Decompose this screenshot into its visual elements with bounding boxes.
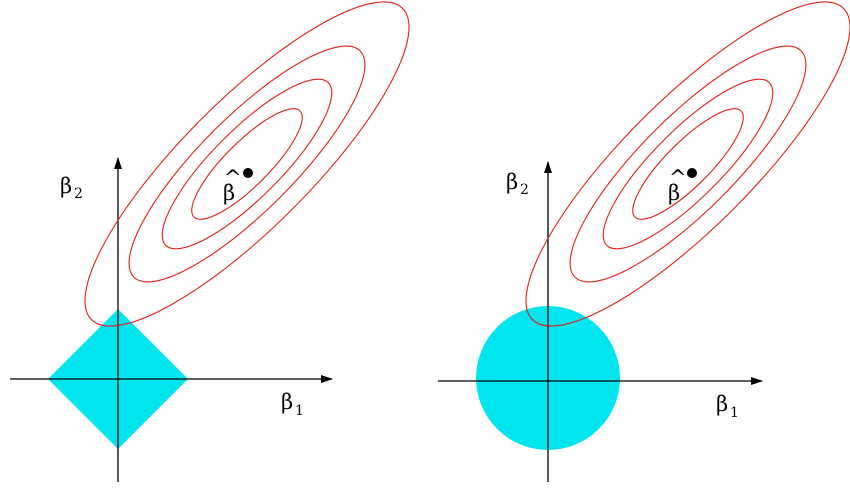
contour-ellipse-inner [632,108,744,220]
beta-hat-symbol: β [223,181,235,205]
x-axis-label-symbol: β [716,392,728,416]
x-axis-label: β 1 [716,392,739,421]
contour-ellipses [525,1,850,327]
beta-hat-point [243,168,253,178]
right-panel: ^ β β 2 β 1 [438,1,850,482]
x-axis-label-symbol: β [281,390,293,414]
contour-ellipses [84,1,410,327]
beta-hat-point [687,168,697,178]
x-axis-label: β 1 [281,390,304,419]
left-panel: ^ β β 2 β 1 [10,1,410,482]
beta-hat-caret: ^ [669,166,687,190]
contour-ellipse-inner [191,108,303,220]
x-axis-label-subscript: 1 [730,405,739,421]
y-axis-label: β 2 [506,170,529,198]
contour-ellipse-outer [84,1,410,327]
y-axis-label: β 2 [60,174,83,202]
contour-ellipse-3 [569,45,807,283]
beta-hat-caret: ^ [224,166,242,190]
contour-ellipse-2 [602,78,774,250]
contour-ellipse-outer [525,1,850,327]
x-axis-label-subscript: 1 [295,403,304,419]
y-axis-label-symbol: β [60,174,72,198]
y-axis-label-subscript: 2 [74,186,83,202]
beta-hat-label: ^ β [668,166,687,205]
beta-hat-symbol: β [668,181,680,205]
contour-ellipse-2 [161,78,333,250]
y-axis-label-symbol: β [506,170,518,194]
contour-ellipse-3 [128,45,366,283]
y-axis-label-subscript: 2 [520,182,529,198]
beta-hat-label: ^ β [223,166,242,205]
